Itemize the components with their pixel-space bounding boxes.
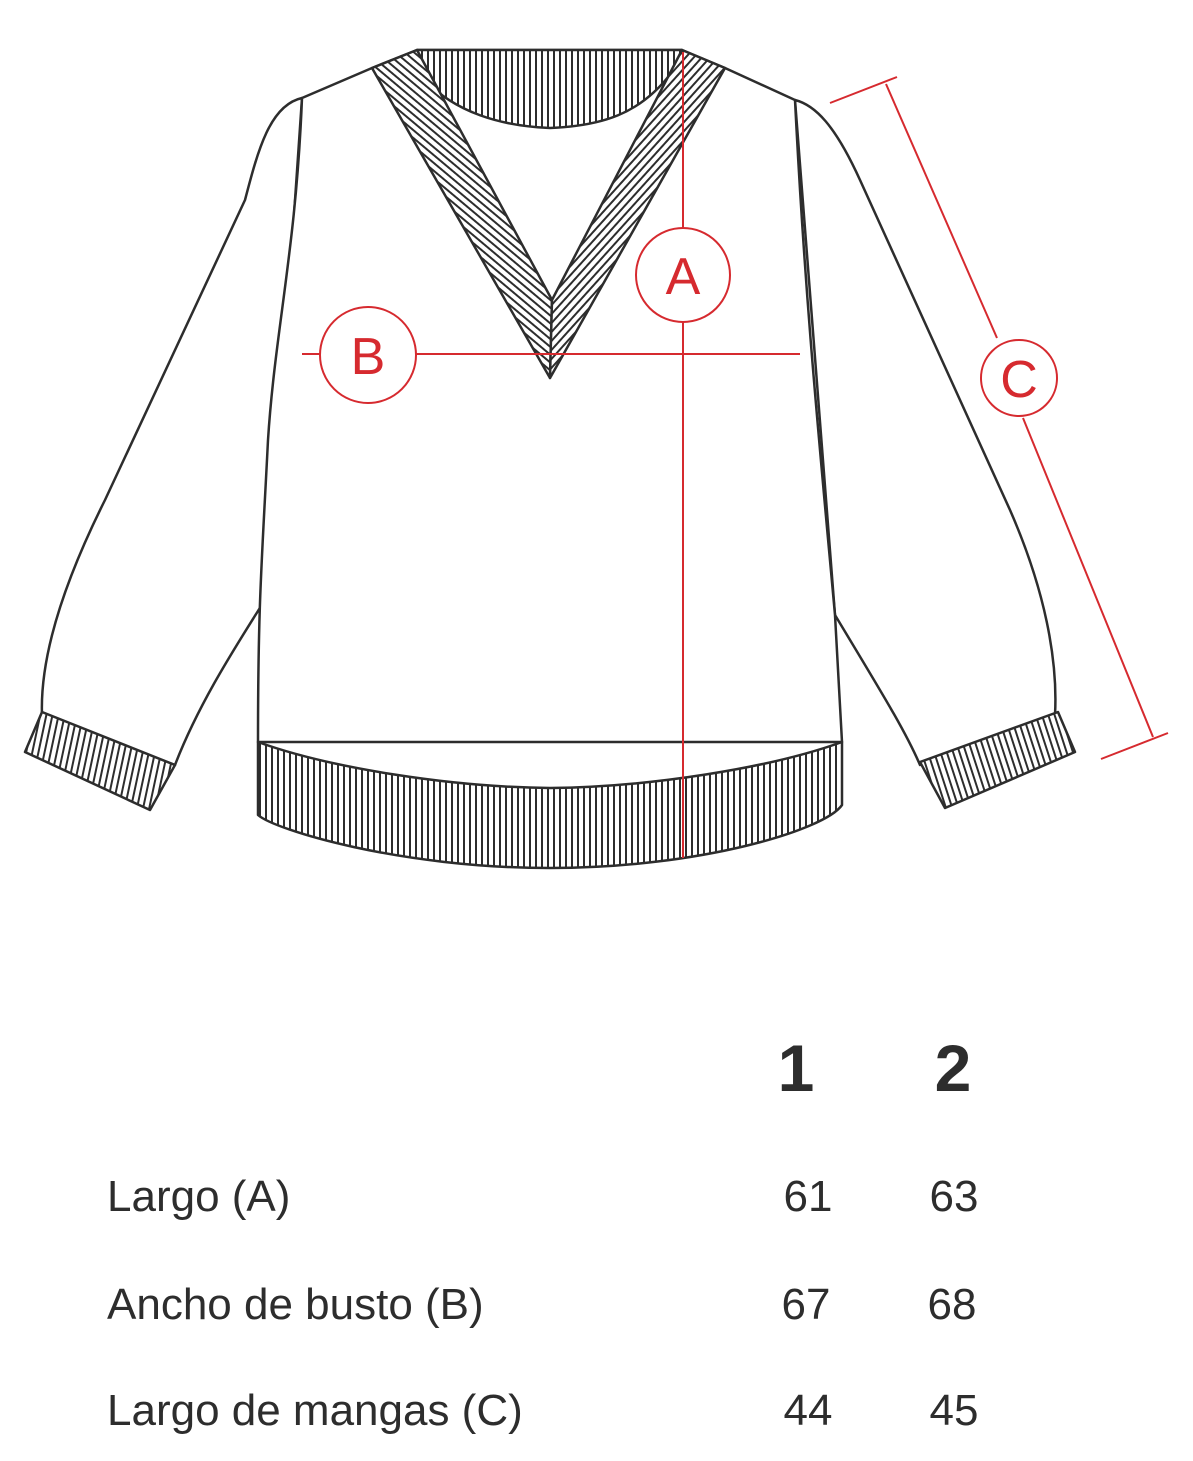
right-cuff — [918, 710, 1077, 810]
marker-a-label: A — [666, 248, 701, 306]
size-header-2: 2 — [934, 1031, 972, 1105]
sweater-body — [256, 48, 844, 744]
sweater-measurement-diagram: A B C — [23, 48, 1169, 870]
marker-b-label: B — [351, 328, 386, 386]
row-label-bust: Ancho de busto (B) — [107, 1280, 484, 1329]
right-neck-band — [548, 48, 727, 380]
cell-length-size-2: 63 — [929, 1172, 979, 1221]
size-header-1: 1 — [777, 1031, 815, 1105]
cell-sleeve-size-1: 44 — [783, 1386, 833, 1435]
right-sleeve — [793, 98, 1057, 767]
back-neck-rib — [415, 48, 684, 130]
left-cuff — [23, 710, 177, 812]
sleeve-line-c-upper — [885, 83, 998, 339]
cell-length-size-1: 61 — [783, 1172, 833, 1221]
marker-c: C — [980, 339, 1058, 417]
sleeve-line-c-lower — [1022, 417, 1154, 738]
cell-sleeve-size-2: 45 — [929, 1386, 979, 1435]
marker-c-label: C — [1000, 351, 1038, 409]
marker-a: A — [635, 227, 731, 323]
sleeve-tick-bottom — [1100, 732, 1169, 760]
left-sleeve — [40, 96, 304, 767]
row-label-length: Largo (A) — [107, 1172, 291, 1221]
cell-bust-size-2: 68 — [927, 1280, 977, 1329]
sleeve-tick-top — [829, 76, 898, 104]
marker-b: B — [319, 306, 417, 404]
sweater-outline — [23, 48, 1077, 870]
measurement-lines — [302, 52, 1169, 858]
hem-band — [256, 740, 844, 870]
row-label-sleeve: Largo de mangas (C) — [107, 1386, 523, 1435]
cell-bust-size-1: 67 — [781, 1280, 831, 1329]
